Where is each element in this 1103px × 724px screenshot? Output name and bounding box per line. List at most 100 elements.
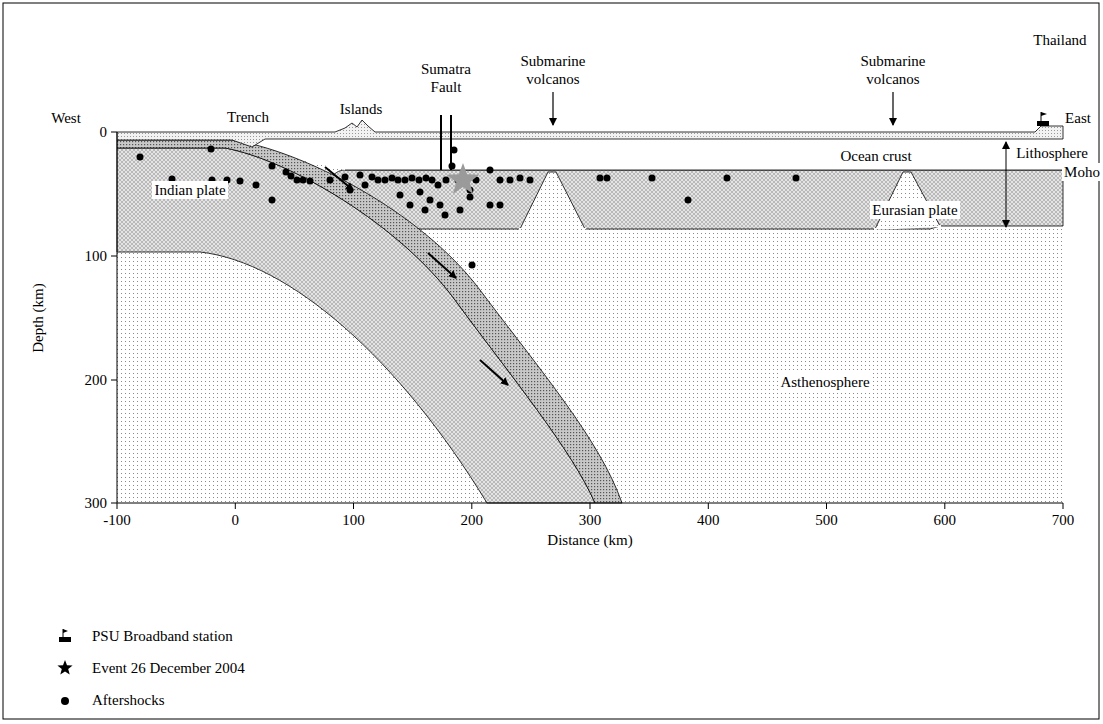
aftershock-dot — [294, 177, 301, 184]
legend-text: PSU Broadband station — [92, 627, 233, 645]
aftershock-dot — [467, 194, 474, 201]
aftershock-dot — [457, 207, 464, 214]
boundary-label: Moho — [1062, 163, 1102, 181]
aftershock-dot — [347, 187, 354, 194]
aftershock-dot — [435, 182, 442, 189]
legend-symbols — [57, 629, 72, 705]
direction-label: West — [51, 109, 81, 127]
aftershock-dot — [369, 174, 376, 181]
x-tick — [235, 503, 236, 509]
aftershock-dot — [389, 175, 396, 182]
aftershock-dot — [497, 177, 504, 184]
tick-label: 300 — [85, 494, 108, 512]
plate-label: Indian plate — [152, 181, 227, 199]
aftershock-dot — [487, 202, 494, 209]
tick-label: 400 — [697, 511, 720, 529]
layer-label: Asthenosphere — [778, 373, 871, 391]
x-tick — [944, 503, 945, 509]
y-tick — [111, 132, 117, 133]
event-star — [447, 163, 479, 194]
aftershock-dot — [497, 202, 504, 209]
aftershock-dot — [362, 182, 369, 189]
aftershock-dot — [443, 177, 450, 184]
aftershock-dot — [527, 177, 534, 184]
x-tick — [708, 503, 709, 509]
legend-text: Aftershocks — [92, 691, 164, 709]
tick-label: 100 — [85, 247, 108, 265]
aftershock-dot — [253, 182, 260, 189]
feature-label: Submarine volcanos — [852, 52, 934, 88]
aftershock-dot — [269, 197, 276, 204]
aftershock-dot — [357, 172, 364, 179]
direction-label: East — [1065, 109, 1091, 127]
y-tick — [111, 256, 117, 257]
aftershock-dot — [269, 163, 276, 170]
aftershock-dot — [300, 177, 307, 184]
aftershock-dot — [793, 175, 800, 182]
aftershock-dot — [429, 177, 436, 184]
aftershock-dot — [487, 167, 494, 174]
aftershock-dot — [382, 177, 389, 184]
tick-label: 200 — [85, 371, 108, 389]
axis-title: Distance (km) — [547, 531, 632, 549]
aftershock-dot — [327, 177, 334, 184]
legend-star — [57, 660, 72, 675]
layer-label: Lithosphere — [1016, 144, 1088, 162]
aftershock-dot — [423, 175, 430, 182]
x-tick — [590, 503, 591, 509]
feature-label: Submarine volcanos — [512, 52, 594, 88]
aftershock-dot — [685, 197, 692, 204]
aftershock-dot — [208, 146, 215, 153]
tick-label: 600 — [934, 511, 957, 529]
aftershock-dot — [442, 212, 449, 219]
aftershock-dot — [437, 202, 444, 209]
x-tick — [1063, 503, 1064, 509]
x-tick — [826, 503, 827, 509]
place-label: Thailand — [1033, 31, 1086, 49]
aftershock-dot — [724, 175, 731, 182]
aftershock-dot — [422, 207, 429, 214]
aftershock-dot — [649, 175, 656, 182]
x-tick — [471, 503, 472, 509]
aftershock-dot — [395, 177, 402, 184]
tick-label: 0 — [100, 123, 108, 141]
aftershock-dot — [342, 174, 349, 181]
aftershock-dot — [237, 178, 244, 185]
aftershock-dot — [427, 197, 434, 204]
aftershock-dot — [469, 262, 476, 269]
aftershock-dot — [597, 175, 604, 182]
tick-label: 500 — [815, 511, 838, 529]
x-tick — [117, 503, 118, 509]
aftershock-dot — [407, 202, 414, 209]
aftershock-dot — [451, 147, 458, 154]
aftershock-dot — [137, 154, 144, 161]
aftershock-dot — [375, 177, 382, 184]
layer-label: Ocean crust — [840, 147, 911, 165]
tick-label: 0 — [232, 511, 240, 529]
axis-ticks — [111, 132, 1063, 509]
aftershock-dot — [409, 175, 416, 182]
aftershock-dot — [307, 178, 314, 185]
aftershock-dot — [449, 163, 456, 170]
aftershock-dot — [517, 175, 524, 182]
aftershock-dots — [137, 146, 800, 269]
aftershock-dot — [604, 175, 611, 182]
legend-text: Event 26 December 2004 — [92, 659, 245, 677]
aftershock-dot — [507, 177, 514, 184]
tick-label: -100 — [103, 511, 131, 529]
feature-label: Trench — [227, 108, 269, 126]
plate-label: Eurasian plate — [870, 201, 959, 219]
aftershock-dot — [288, 173, 295, 180]
tick-label: 100 — [342, 511, 365, 529]
feature-label: Sumatra Fault — [411, 60, 481, 96]
tick-label: 300 — [579, 511, 602, 529]
axis-title: Depth (km) — [29, 283, 47, 353]
aftershock-dot — [417, 189, 424, 196]
aftershock-dot — [397, 192, 404, 199]
y-tick — [111, 503, 117, 504]
y-tick — [111, 380, 117, 381]
feature-label: Islands — [340, 100, 383, 118]
x-tick — [353, 503, 354, 509]
